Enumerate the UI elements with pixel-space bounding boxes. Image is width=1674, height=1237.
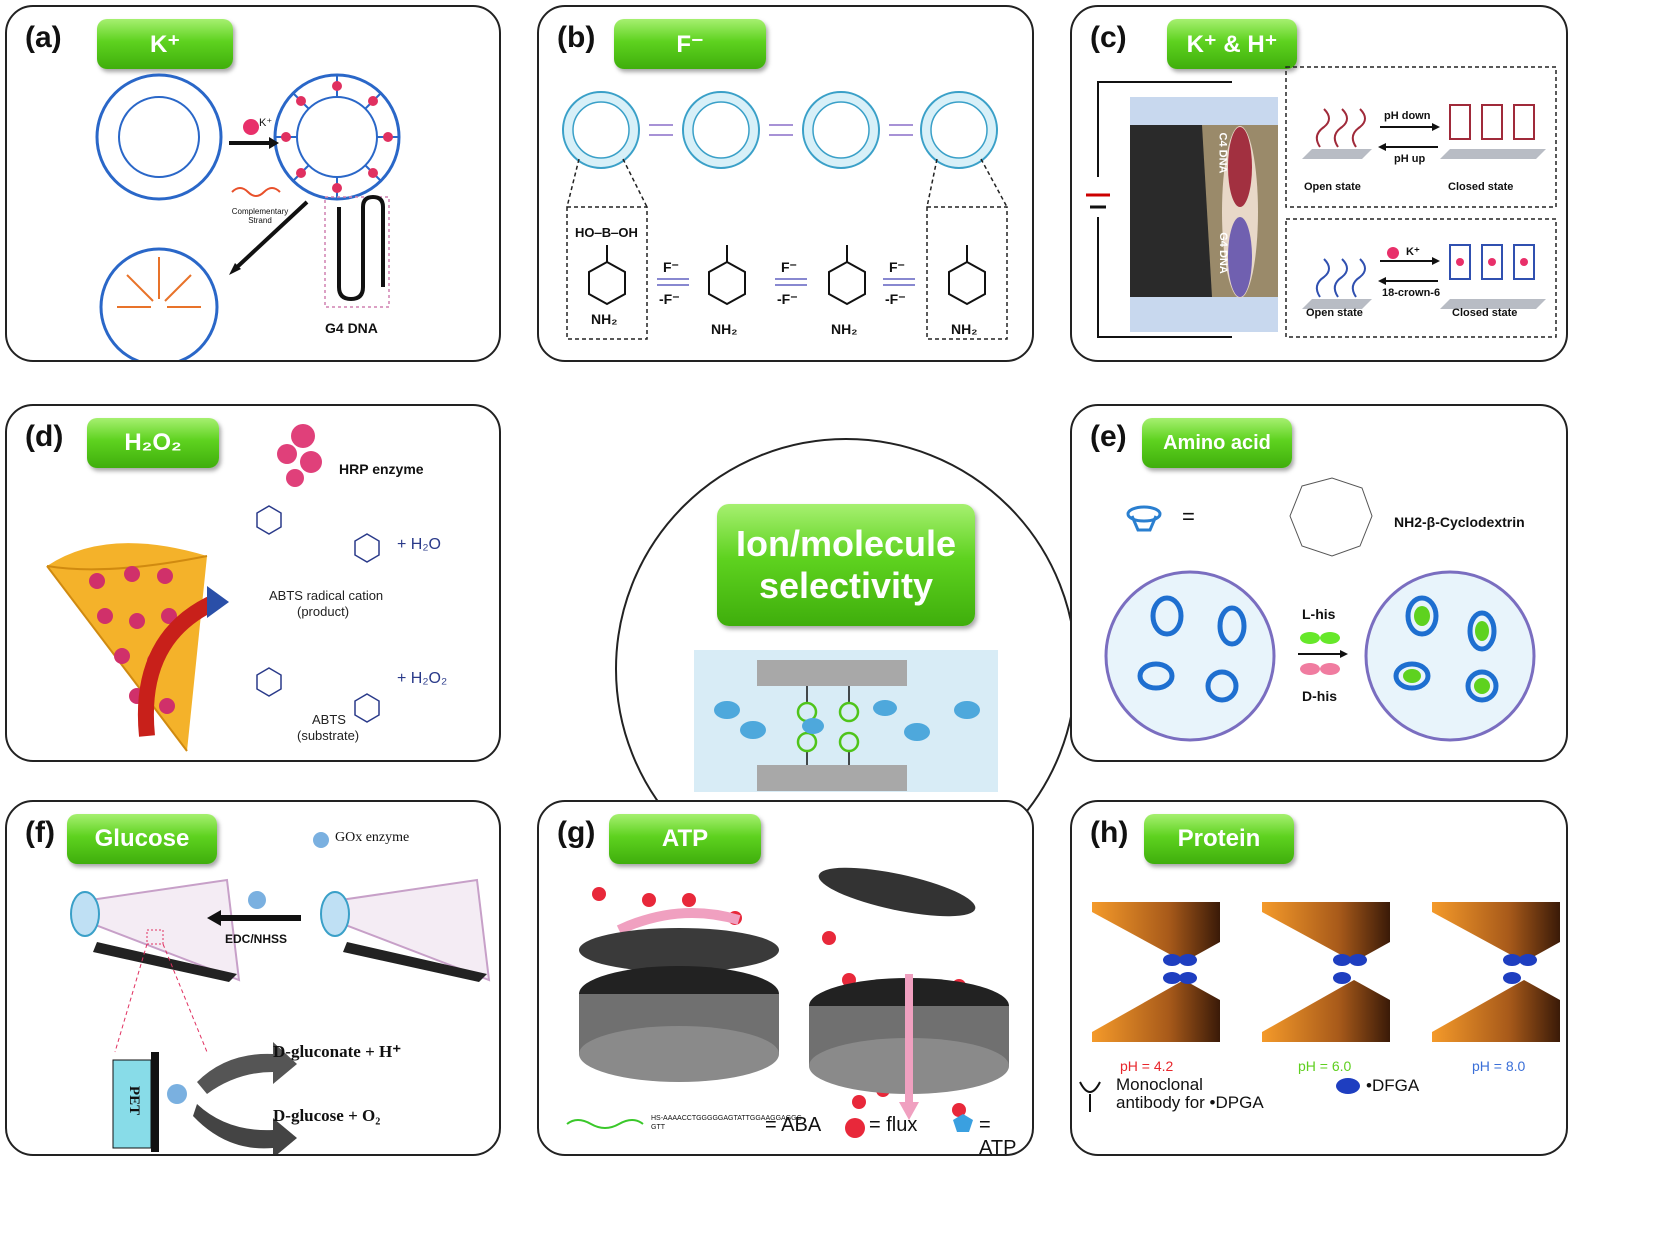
panel-c-c4-label: C4 DNA	[1216, 132, 1229, 174]
panel-g: (g) ATP HS-AAAACCTGGGGGAGTATTGGAAGGAGGCG…	[537, 800, 1034, 1156]
panel-d-substrate-sub: (substrate)	[297, 728, 360, 743]
panel-e-title: Amino acid	[1142, 418, 1292, 468]
panel-g-title: ATP	[609, 814, 761, 864]
panel-c: (c) K⁺ & H⁺	[1070, 5, 1568, 362]
panel-c-g4-label: G4 DNA	[1216, 232, 1229, 274]
panel-d-product-sub: (product)	[297, 604, 350, 619]
panel-f-pet: PET	[126, 1085, 143, 1116]
panel-c-ph-up: pH up	[1394, 153, 1426, 165]
panel-d-title: H₂O₂	[87, 418, 219, 468]
panel-b-f-2: F⁻	[781, 259, 797, 275]
panel-b-mf-3: -F⁻	[885, 291, 906, 307]
panel-b-nh2-3: NH₂	[831, 321, 858, 337]
panel-e-label: (e)	[1090, 420, 1127, 453]
panel-h-dfga: •DFGA	[1366, 1076, 1420, 1095]
panel-g-illustration	[566, 867, 1009, 1138]
center-title: Ion/molecule selectivity	[717, 504, 975, 626]
panel-f-label: (f)	[25, 816, 55, 849]
panel-a-ion-label: K⁺	[259, 117, 273, 129]
panel-e-equals: =	[1182, 504, 1195, 529]
panel-g-flux: = flux	[869, 1114, 918, 1136]
panel-d-illustration	[46, 424, 380, 752]
center-illustration	[694, 650, 998, 792]
panel-e-illustration	[1104, 477, 1536, 742]
panel-b: (b) F⁻ HO‒B	[537, 5, 1034, 362]
panel-e-cyclodextrin: NH2-β-Cyclodextrin	[1394, 514, 1525, 530]
panel-c-illustration	[1086, 66, 1557, 338]
panel-h: (h) Protein pH = 4.2 pH = 6.0 pH = 8.0 M…	[1070, 800, 1568, 1156]
panel-b-illustration	[562, 91, 1008, 340]
panel-c-ph-down: pH down	[1384, 110, 1431, 122]
panel-g-aba: = ABA	[765, 1114, 822, 1136]
panel-g-label: (g)	[557, 816, 596, 849]
panel-f-gox: GOx enzyme	[335, 830, 410, 845]
panel-d-substrate-name: ABTS	[312, 712, 346, 727]
panel-g-seq: HS-AAAACCTGGGGGAGTATTGGAAGGAGGCGTT	[651, 1115, 802, 1131]
panel-d-label: (d)	[25, 420, 64, 453]
panel-c-k-plus: K⁺	[1406, 246, 1420, 258]
panel-h-ph2: pH = 6.0	[1298, 1058, 1352, 1074]
panel-h-antibody: Monoclonal antibody for •DPGA	[1116, 1075, 1264, 1112]
panel-f-gluconate: D-gluconate + H⁺	[273, 1042, 402, 1061]
panel-c-closed-state-2: Closed state	[1452, 307, 1518, 319]
panel-d-h2o2: + H₂O₂	[397, 670, 448, 687]
panel-b-title: F⁻	[614, 19, 766, 69]
panel-c-open-state-1: Open state	[1304, 181, 1361, 193]
panel-b-f-3: F⁻	[889, 259, 905, 275]
panel-a: (a) K⁺ K⁺ Complementary Strand G4 DNA	[5, 5, 501, 362]
center-title-line2: selectivity	[758, 565, 934, 606]
panel-h-ph3: pH = 8.0	[1472, 1058, 1526, 1074]
panel-b-nh2-1: NH₂	[591, 311, 618, 327]
panel-f-glucose: D-glucose + O₂	[273, 1106, 381, 1125]
panel-e-l-his: L-his	[1302, 606, 1336, 622]
panel-b-nh2-2: NH₂	[711, 321, 738, 337]
panel-b-nh2-4: NH₂	[951, 321, 978, 337]
panel-c-label: (c)	[1090, 21, 1127, 54]
panel-a-title: K⁺	[97, 19, 233, 69]
panel-d-h2o: + H₂O	[397, 536, 441, 553]
panel-a-illustration	[95, 73, 401, 360]
panel-f-illustration	[70, 832, 491, 1154]
panel-e-d-his: D-his	[1302, 688, 1337, 704]
panel-f: (f) Glucose GOx enzyme EDC/NHSS PET D-gl…	[5, 800, 501, 1156]
panel-a-label: (a)	[25, 21, 62, 54]
panel-h-title: Protein	[1144, 814, 1294, 864]
panel-d-product-name: ABTS radical cation	[269, 588, 384, 603]
panel-b-label: (b)	[557, 21, 596, 54]
panel-a-strand-label: Complementary Strand	[231, 207, 289, 225]
panel-f-title: Glucose	[67, 814, 217, 864]
panel-b-f-1: F⁻	[663, 259, 679, 275]
panel-c-closed-state-1: Closed state	[1448, 181, 1514, 193]
panel-h-ph1: pH = 4.2	[1120, 1058, 1174, 1074]
panel-c-title: K⁺ & H⁺	[1167, 19, 1297, 69]
panel-h-label: (h)	[1090, 816, 1129, 849]
panel-e: (e) Amino acid = NH2-β-Cyclodextrin L-hi…	[1070, 404, 1568, 762]
panel-c-crown: 18-crown-6	[1382, 287, 1441, 299]
panel-d: (d) H₂O₂ HRP enzyme ABTS radical cation …	[5, 404, 501, 762]
panel-f-edc: EDC/NHSS	[225, 932, 288, 946]
panel-b-mf-1: -F⁻	[659, 291, 680, 307]
panel-b-mf-2: -F⁻	[777, 291, 798, 307]
panel-g-atp: = ATP	[979, 1114, 1017, 1156]
center-title-line1: Ion/molecule	[735, 523, 957, 564]
panel-a-g4-label: G4 DNA	[325, 320, 378, 336]
panel-d-hrp: HRP enzyme	[339, 461, 424, 477]
panel-c-open-state-2: Open state	[1306, 307, 1363, 319]
panel-b-boronic-label: HO‒B‒OH	[575, 225, 638, 240]
panel-h-illustration	[1079, 902, 1560, 1112]
